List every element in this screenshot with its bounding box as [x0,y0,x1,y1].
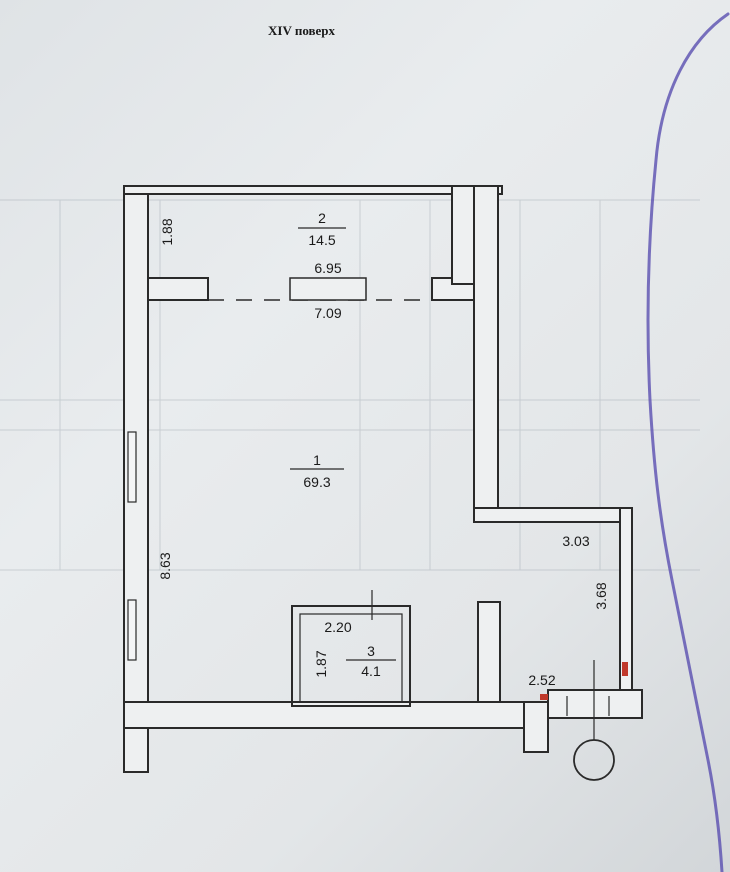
red-mark-right [622,662,628,676]
right-wall [473,185,499,517]
room-1-number: 1 [313,452,321,468]
dim-balcony-depth: 1.88 [159,218,175,245]
entry-jamb [523,701,549,753]
room-3-area: 4.1 [361,663,381,679]
floor-title: XIV поверх [268,23,336,38]
bathroom [291,590,411,707]
dim-main-length: 8.63 [157,552,173,579]
walls [123,185,643,773]
dim-opening-bottom: 7.09 [314,305,341,321]
room-3-number: 3 [367,643,375,659]
pen-stroke [646,12,730,872]
opening-box [289,277,367,301]
dim-entry-width: 2.52 [528,672,555,688]
dim-right-width: 3.03 [562,533,589,549]
dim-bathroom-length: 1.87 [313,650,329,677]
dim-bathroom-width: 2.20 [324,619,351,635]
interior-stub [477,601,501,703]
entry-threshold [547,689,643,719]
room-2-area: 14.5 [308,232,335,248]
top-wall [123,185,503,195]
left-windows [127,431,137,661]
window-left-2 [127,599,137,661]
bathroom-inner [299,613,403,703]
dim-right-length: 3.68 [593,582,609,609]
dim-opening-top: 6.95 [314,260,341,276]
partition-left-stub [147,277,209,301]
window-left-1 [127,431,137,503]
bottom-left-corner [123,727,149,773]
room-1-area: 69.3 [303,474,330,490]
red-mark-entry [540,694,548,700]
bathroom-outer [291,605,411,707]
room-2-number: 2 [318,210,326,226]
